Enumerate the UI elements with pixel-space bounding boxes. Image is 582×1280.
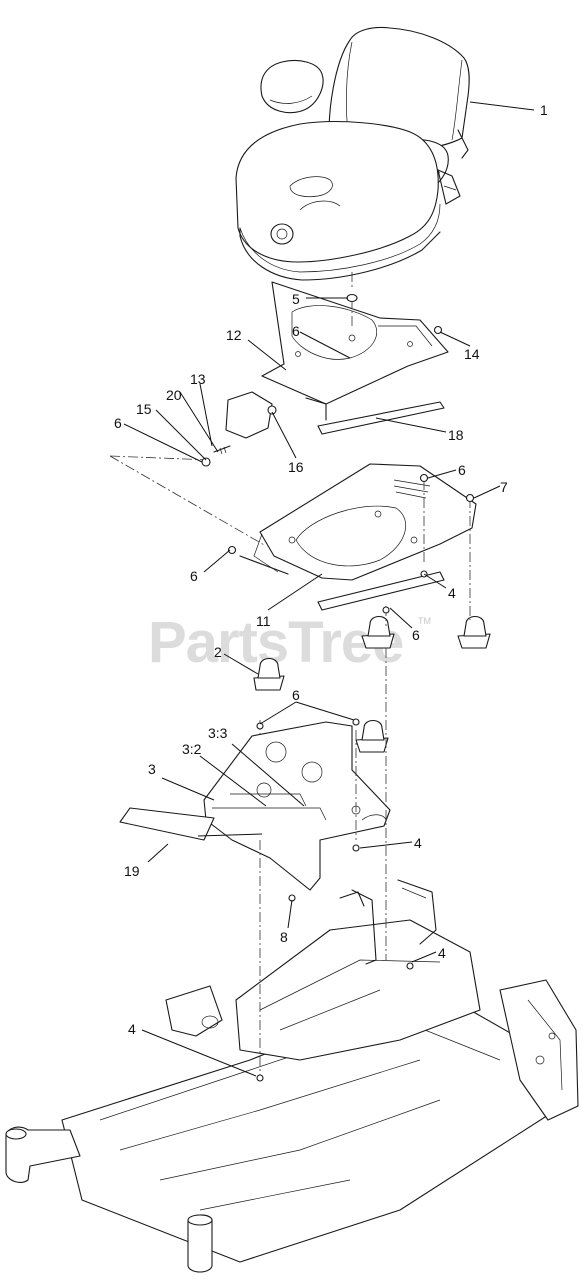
callout-6: 6 (412, 627, 420, 643)
callout-3-3: 3:3 (208, 725, 228, 741)
callout-18: 18 (448, 427, 464, 443)
callout-5: 5 (292, 291, 300, 307)
callout-3-2: 3:2 (182, 741, 202, 757)
callout-20: 20 (166, 387, 182, 403)
callout-4: 4 (128, 1021, 136, 1037)
callout-8: 8 (280, 929, 288, 945)
callout-7: 7 (500, 479, 508, 495)
lower-seat-plate (119, 721, 391, 891)
callout-16: 16 (288, 459, 304, 475)
callout-14: 14 (464, 346, 480, 362)
callout-4: 4 (414, 835, 422, 851)
callout-labels: 1 5 6 12 14 13 20 15 6 18 16 6 7 6 4 11 … (114, 102, 548, 1037)
callout-6: 6 (190, 568, 198, 584)
isolator-mounts (253, 615, 491, 753)
callout-3: 3 (148, 761, 156, 777)
seat-slide-plate (225, 281, 449, 439)
callout-12: 12 (226, 327, 242, 343)
callout-15: 15 (136, 401, 152, 417)
leader-lines (123, 101, 535, 1077)
callout-2: 2 (214, 644, 222, 660)
callout-19: 19 (124, 863, 140, 879)
callout-4: 4 (438, 945, 446, 961)
callout-11: 11 (256, 613, 271, 629)
callout-1: 1 (540, 102, 548, 118)
callout-6: 6 (292, 323, 300, 339)
callout-6: 6 (292, 687, 300, 703)
callout-13: 13 (190, 371, 206, 387)
seat-base-frame (239, 463, 477, 611)
callout-6: 6 (458, 462, 466, 478)
callout-6: 6 (114, 415, 122, 431)
chassis-frame (5, 879, 579, 1273)
hardware-fasteners (201, 293, 475, 1082)
callout-4: 4 (448, 585, 456, 601)
watermark-trademark: TM (418, 616, 431, 626)
seat-assembly (235, 26, 470, 281)
assembly-lines (109, 272, 471, 1076)
